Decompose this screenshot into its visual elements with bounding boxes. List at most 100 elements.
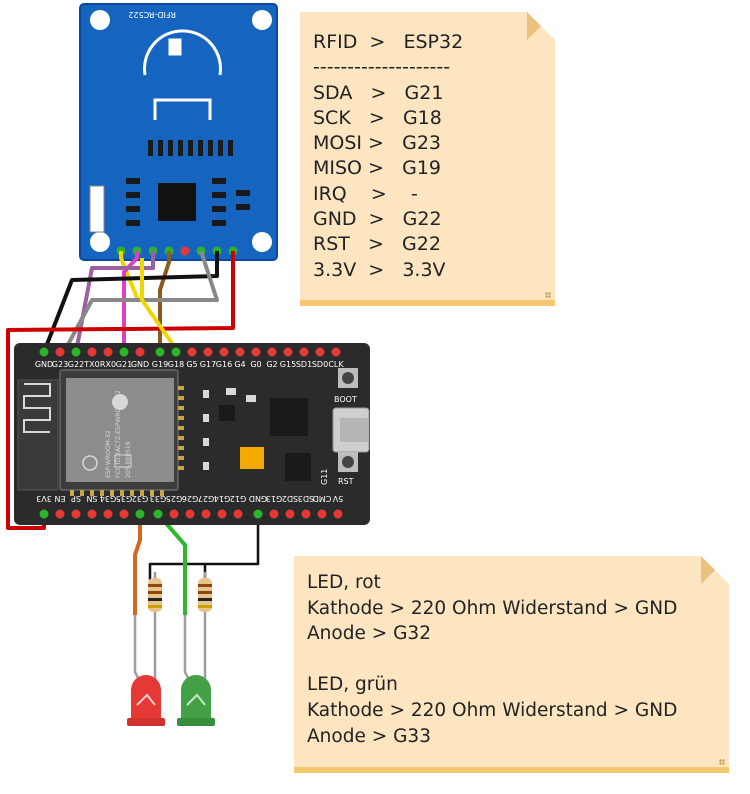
note-rfid-line: IRQ > - [313,182,418,205]
antenna-icon [143,29,222,120]
pin-label-top: GND [131,360,149,369]
module-text-2: FCC ID:2AC7Z-ESPWROOM32 [115,390,122,478]
pin-label-bottom: SN [86,494,97,503]
led-red [127,675,165,726]
mount-hole-icon [252,232,272,252]
mount-hole-icon [90,232,110,252]
led-green [177,675,215,726]
note-fold-icon [701,556,729,584]
pin-label-bottom: G26 [182,494,198,503]
wire-rst-gray [62,250,219,353]
pin-label-bottom: G13 [266,494,282,503]
note-led-line: Kathode > 220 Ohm Widerstand > GND [307,699,678,721]
pin-label-bottom: SD2 [282,494,298,503]
note-led-line: Anode > G33 [307,725,431,747]
pin-label-top: G15 [280,360,296,369]
pin-label-bottom: G32 [132,494,148,503]
antenna-trace-icon [23,383,51,433]
note-rfid-line: MISO > G19 [313,157,441,180]
wire-mosi-violet [74,251,155,353]
pin-label-top: G0 [250,360,261,369]
note-rfid-line: MOSI > G23 [313,132,441,155]
capacitor [240,447,264,469]
boot-button-cap-icon[interactable] [342,372,354,384]
pin-label-bottom: G33 [150,494,166,503]
pin-label-top: G22 [68,360,84,369]
wire-g32-orange [133,514,142,615]
note-rfid-line: SCK > G18 [313,106,442,129]
rfid-header [114,244,248,258]
pin-label-top: G23 [52,360,68,369]
ldo-chip [285,453,311,481]
note-rfid-line: -------------------- [313,56,451,79]
pin-label-bottom: EN [54,494,65,503]
pin-label-bottom: 5V [332,494,343,503]
esp32-bottom-pin-row [39,509,343,519]
pin-label-bottom: SP [71,494,81,503]
g11-label: G11 [320,469,329,485]
pin-label-bottom: G14 [214,494,230,503]
module-castellations [70,386,184,496]
pin-label-top: G19 [152,360,168,369]
note-led-line: LED, rot [307,572,381,593]
pin-label-bottom: 3V3 [36,494,52,503]
module-text-3: 205-000519 [125,441,132,478]
mount-hole-icon [90,10,110,30]
pin-label-bottom: SD3 [298,494,314,503]
note-grip-icon [719,759,725,765]
espressif-logo-icon [112,394,128,410]
pin-label-bottom: G35 [116,494,132,503]
smd-components [126,140,250,226]
note-rfid-line: RFID > ESP32 [313,31,464,53]
rfid-label: RFID-RC522 [128,10,176,19]
note-rfid-line: SDA > G21 [313,81,444,104]
usb-uart-chip [270,398,308,436]
note-fold-icon [527,12,555,40]
wires [6,250,260,615]
pin-label-bottom: GND [249,494,267,503]
note-rfid-line: 3.3V > 3.3V [313,258,446,281]
pin-label-top: TX0 [83,360,99,369]
pin-label-top: G17 [200,360,216,369]
module-text-1: ESP-WROOM-32 [105,430,112,478]
note-led-line: Kathode > 220 Ohm Widerstand > GND [307,597,678,619]
crystal-icon [89,185,105,233]
pin-label-top: GND [35,360,53,369]
wire-gnd-black [42,251,219,353]
resistor-red-led [148,572,162,660]
note-led-line: Anode > G32 [307,623,431,645]
pin-label-top: G5 [186,360,197,369]
pin-label-top: G16 [216,360,232,369]
pin-label-top: RX0 [100,360,116,369]
regulator [219,405,235,421]
pin-label-bottom: G25 [166,494,182,503]
note-led-line [307,647,729,673]
note-rfid-line: RST > G22 [313,233,441,256]
pin-label-top: G21 [116,360,132,369]
note-rfid-pinout: RFID > ESP32 -------------------- SDA > … [300,12,555,306]
rst-label: RST [338,477,354,486]
pin-label-top: G18 [168,360,184,369]
esp32-top-pin-row [39,347,341,357]
pin-label-top: CLK [328,360,344,369]
note-led-wiring: LED, rot Kathode > 220 Ohm Widerstand > … [294,556,729,773]
rfid-module: RFID-RC522 [79,3,278,261]
pin-label-bottom: CMD [313,494,332,503]
note-rfid-line: GND > G22 [313,208,442,231]
pin-label-top: G4 [234,360,245,369]
smd-components-esp [203,388,256,470]
mount-hole-icon [252,10,272,30]
wire-sck-magenta [122,251,139,352]
rst-button-cap-icon[interactable] [342,456,354,468]
pin-label-top: SD0 [312,360,328,369]
boot-label: BOOT [334,395,357,404]
wifi-logo-icon [82,455,98,471]
wire-yellow-g18 [140,258,180,354]
led-legs [133,615,207,683]
pin-label-top: G2 [266,360,277,369]
resistor-green-led [198,572,212,660]
